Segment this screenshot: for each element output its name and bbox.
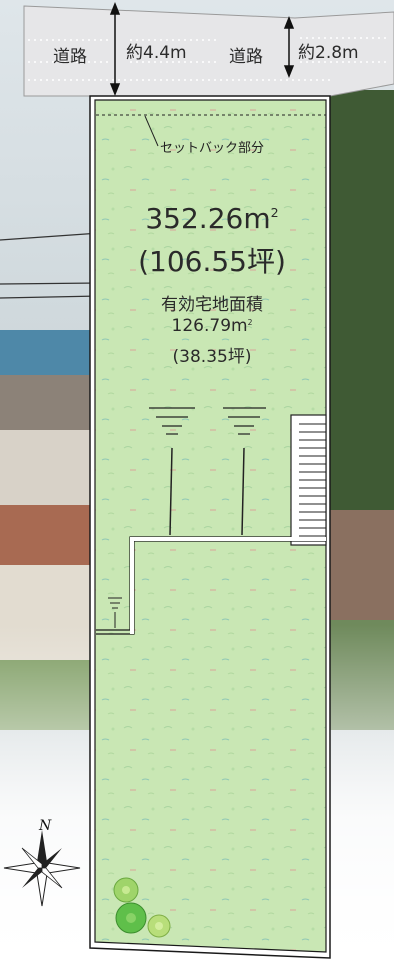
effective-area-tsubo: (38.35坪) [172,347,252,367]
road-width-arrow-right [283,15,295,79]
effective-area-sqm: 126.79m2 [96,316,328,336]
wall-fill-v [130,537,134,634]
level-symbol-2 [223,407,266,536]
road-label-left: 道路 [53,47,87,67]
setback-label: セットバック部分 [160,141,265,156]
effective-area-unit-sup: 2 [247,317,253,327]
total-area-sqm: 352.26m2 [96,202,328,235]
road-width-arrow-left [109,1,121,97]
effective-area-label: 有効宅地面積 [161,295,263,315]
stair-steps [299,423,326,537]
total-area-tsubo: (106.55坪) [138,245,286,278]
road-label-right: 道路 [229,47,263,67]
total-area-unit: m [243,202,271,235]
total-area-value: 352.26 [145,202,244,235]
road-width-right: 約2.8m [298,43,359,63]
effective-area-value: 126.79 [171,316,232,336]
total-area-unit-sup: 2 [270,204,279,220]
compass-north-label: N [39,818,52,834]
compass-rose [3,830,81,907]
effective-area-unit: m [231,316,248,336]
garden-plants [113,877,171,938]
lot-area [94,99,327,953]
road-band [23,5,394,97]
level-symbol-1 [149,407,195,536]
road-dotted-lines [28,37,390,81]
wall-fill-h [130,537,326,541]
level-symbol-3 [108,597,122,628]
setback-leader [144,115,159,147]
road-width-left: 約4.4m [126,43,187,63]
